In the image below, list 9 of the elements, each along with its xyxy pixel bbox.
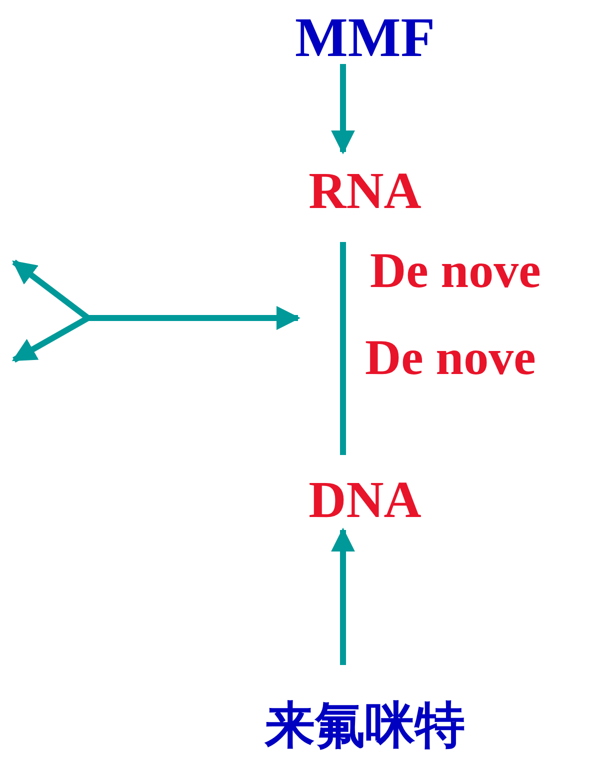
side-label: De nove (370, 245, 541, 295)
arrow (331, 64, 355, 154)
node-label: MMF (295, 10, 435, 66)
node-label: RNA (308, 166, 422, 218)
connector-line (340, 242, 346, 455)
arrow (331, 528, 355, 665)
node-label: 来氟咪特 (265, 700, 465, 750)
node-label: DNA (308, 475, 422, 527)
side-label: De nove (365, 332, 536, 382)
